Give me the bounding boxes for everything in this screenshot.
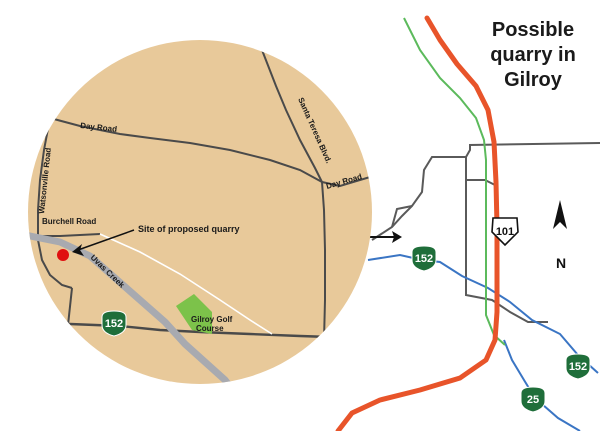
ca-152-shield-right: 152 bbox=[565, 353, 591, 380]
railway-line bbox=[403, 17, 506, 346]
day-road-top-label: Day Road bbox=[80, 121, 118, 134]
ca-25-shield-number: 25 bbox=[527, 394, 539, 406]
quarry-site-marker bbox=[57, 249, 69, 261]
day-road-top bbox=[29, 116, 323, 183]
us-101-shield: 101 bbox=[491, 217, 519, 247]
ca-152-shield-main: 152 bbox=[411, 245, 437, 272]
regional-map: 101 152 152 25 N bbox=[335, 15, 600, 431]
quarry-site-label: Site of proposed quarry bbox=[138, 224, 240, 234]
santa-teresa-blvd bbox=[261, 49, 326, 341]
route-152-inset bbox=[28, 322, 361, 340]
local-road-main-loop bbox=[371, 142, 600, 241]
title-line-2: quarry in bbox=[490, 44, 576, 66]
us-101-shield-number: 101 bbox=[496, 226, 514, 238]
local-road-branch bbox=[391, 205, 413, 228]
local-road-vertical bbox=[465, 157, 548, 323]
watsonville-road bbox=[37, 89, 73, 289]
inset-152-shield-number: 152 bbox=[105, 318, 123, 330]
ca-152-shield-main-number: 152 bbox=[415, 253, 433, 265]
inset-road-vertical bbox=[67, 287, 73, 326]
uvas-creek bbox=[28, 228, 244, 384]
ca-152-shield-right-number: 152 bbox=[569, 361, 587, 373]
inset-road-diagonal bbox=[99, 233, 273, 335]
title-line-3: Gilroy bbox=[504, 69, 563, 91]
burchell-road-label: Burchell Road bbox=[42, 217, 96, 226]
local-road-inner bbox=[466, 179, 498, 187]
inset-map: 152 Day Road Day Road Santa Teresa Blvd.… bbox=[28, 40, 372, 384]
map-title: Possible quarry in Gilroy bbox=[490, 19, 576, 91]
us-101-highway bbox=[335, 15, 500, 431]
title-line-1: Possible bbox=[492, 19, 574, 41]
golf-course-label-2: Course bbox=[196, 324, 224, 333]
route-152-west bbox=[367, 253, 599, 374]
golf-course-label-1: Gilroy Golf bbox=[191, 315, 233, 324]
day-road-right bbox=[321, 173, 372, 188]
ca-25-shield: 25 bbox=[520, 386, 546, 413]
quarry-pointer bbox=[72, 229, 135, 256]
inset-background bbox=[28, 40, 372, 384]
golf-course-area bbox=[176, 294, 212, 334]
route-25-south bbox=[503, 339, 581, 431]
north-arrow-icon: N bbox=[553, 200, 567, 271]
north-label: N bbox=[556, 255, 566, 271]
inset-152-shield: 152 bbox=[101, 310, 127, 337]
inset-pointer-arrow bbox=[370, 231, 402, 243]
